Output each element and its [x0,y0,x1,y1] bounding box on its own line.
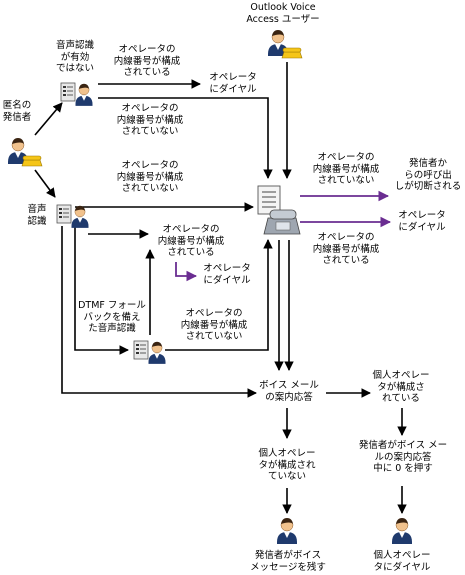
edge-disabled-to-menu [98,97,273,179]
auto-attendant-icon [257,185,301,235]
dial-personal-operator-label: 個人オペレー タにダイヤル [373,550,431,573]
edge-caller-to-speech [34,169,56,198]
edge-caller-to-disabled [34,102,63,136]
speech-recognition-label: 音声 認識 [27,204,47,227]
speech-disabled-label: 音声認識 が有効 ではない [55,40,94,74]
speech-disabled-icon [60,82,93,107]
anonymous-caller-icon [7,137,43,167]
anonymous-caller-label: 匿名の 発信者 [2,100,32,123]
dial-personal-operator-person-icon [391,517,413,545]
edge-label-op-not-configured-dtmf: オペレータの 内線番号が構成 されていない [180,308,248,342]
edge-label-op-not-configured-right: オペレータの 内線番号が構成 されていない [312,152,380,186]
edge-label-op-not-configured-top: オペレータの 内線番号が構成 されていない [116,103,184,137]
edge-speech-to-dtmf [74,226,129,355]
personal-operator-configured-label: 個人オペレー タが構成さ れている [372,370,430,404]
edge-label-op-configured-speech: オペレータの 内線番号が構成 されている [157,224,225,258]
dtmf-fallback-icon [133,340,166,365]
caller-presses-zero-label: 発信者がボイス メー ルの案内応答 中に 0 を押す [358,440,448,474]
edge-label-dial-operator-right: オペレータ にダイヤル [398,210,446,233]
edge-label-op-configured-right: オペレータの 内線番号が構成 されている [312,232,380,266]
personal-operator-not-configured-label: 個人オペレー タが構成され ていない [258,448,316,482]
voicemail-greeting-label: ボイス メール の案内応答 [259,380,319,403]
edge-label-op-not-configured-mid: オペレータの 内線番号が構成 されていない [116,160,184,194]
edge-speech-to-voicemail [61,226,257,398]
leave-message-person-icon [276,517,298,545]
edge-dtmf-to-menu [165,239,273,351]
leave-message-label: 発信者がボイス メッセージを残す [250,550,326,573]
edge-speech-op-to-dial [175,262,198,282]
dtmf-fallback-label: DTMF フォール バックを備え た音声認識 [78,300,146,334]
speech-recognition-icon [56,204,89,229]
edge-label-op-configured-top: オペレータの 内線番号が構成 されている [113,44,181,78]
caller-disconnected-label: 発信者か らの呼び出 しが切断される [394,158,462,192]
outlook-user-label: Outlook Voice Access ユーザー [246,2,320,25]
edge-label-dial-operator-speech: オペレータ にダイヤル [203,263,251,286]
edge-label-dial-operator-top: オペレータ にダイヤル [209,72,257,95]
outlook-user-icon [267,29,303,59]
